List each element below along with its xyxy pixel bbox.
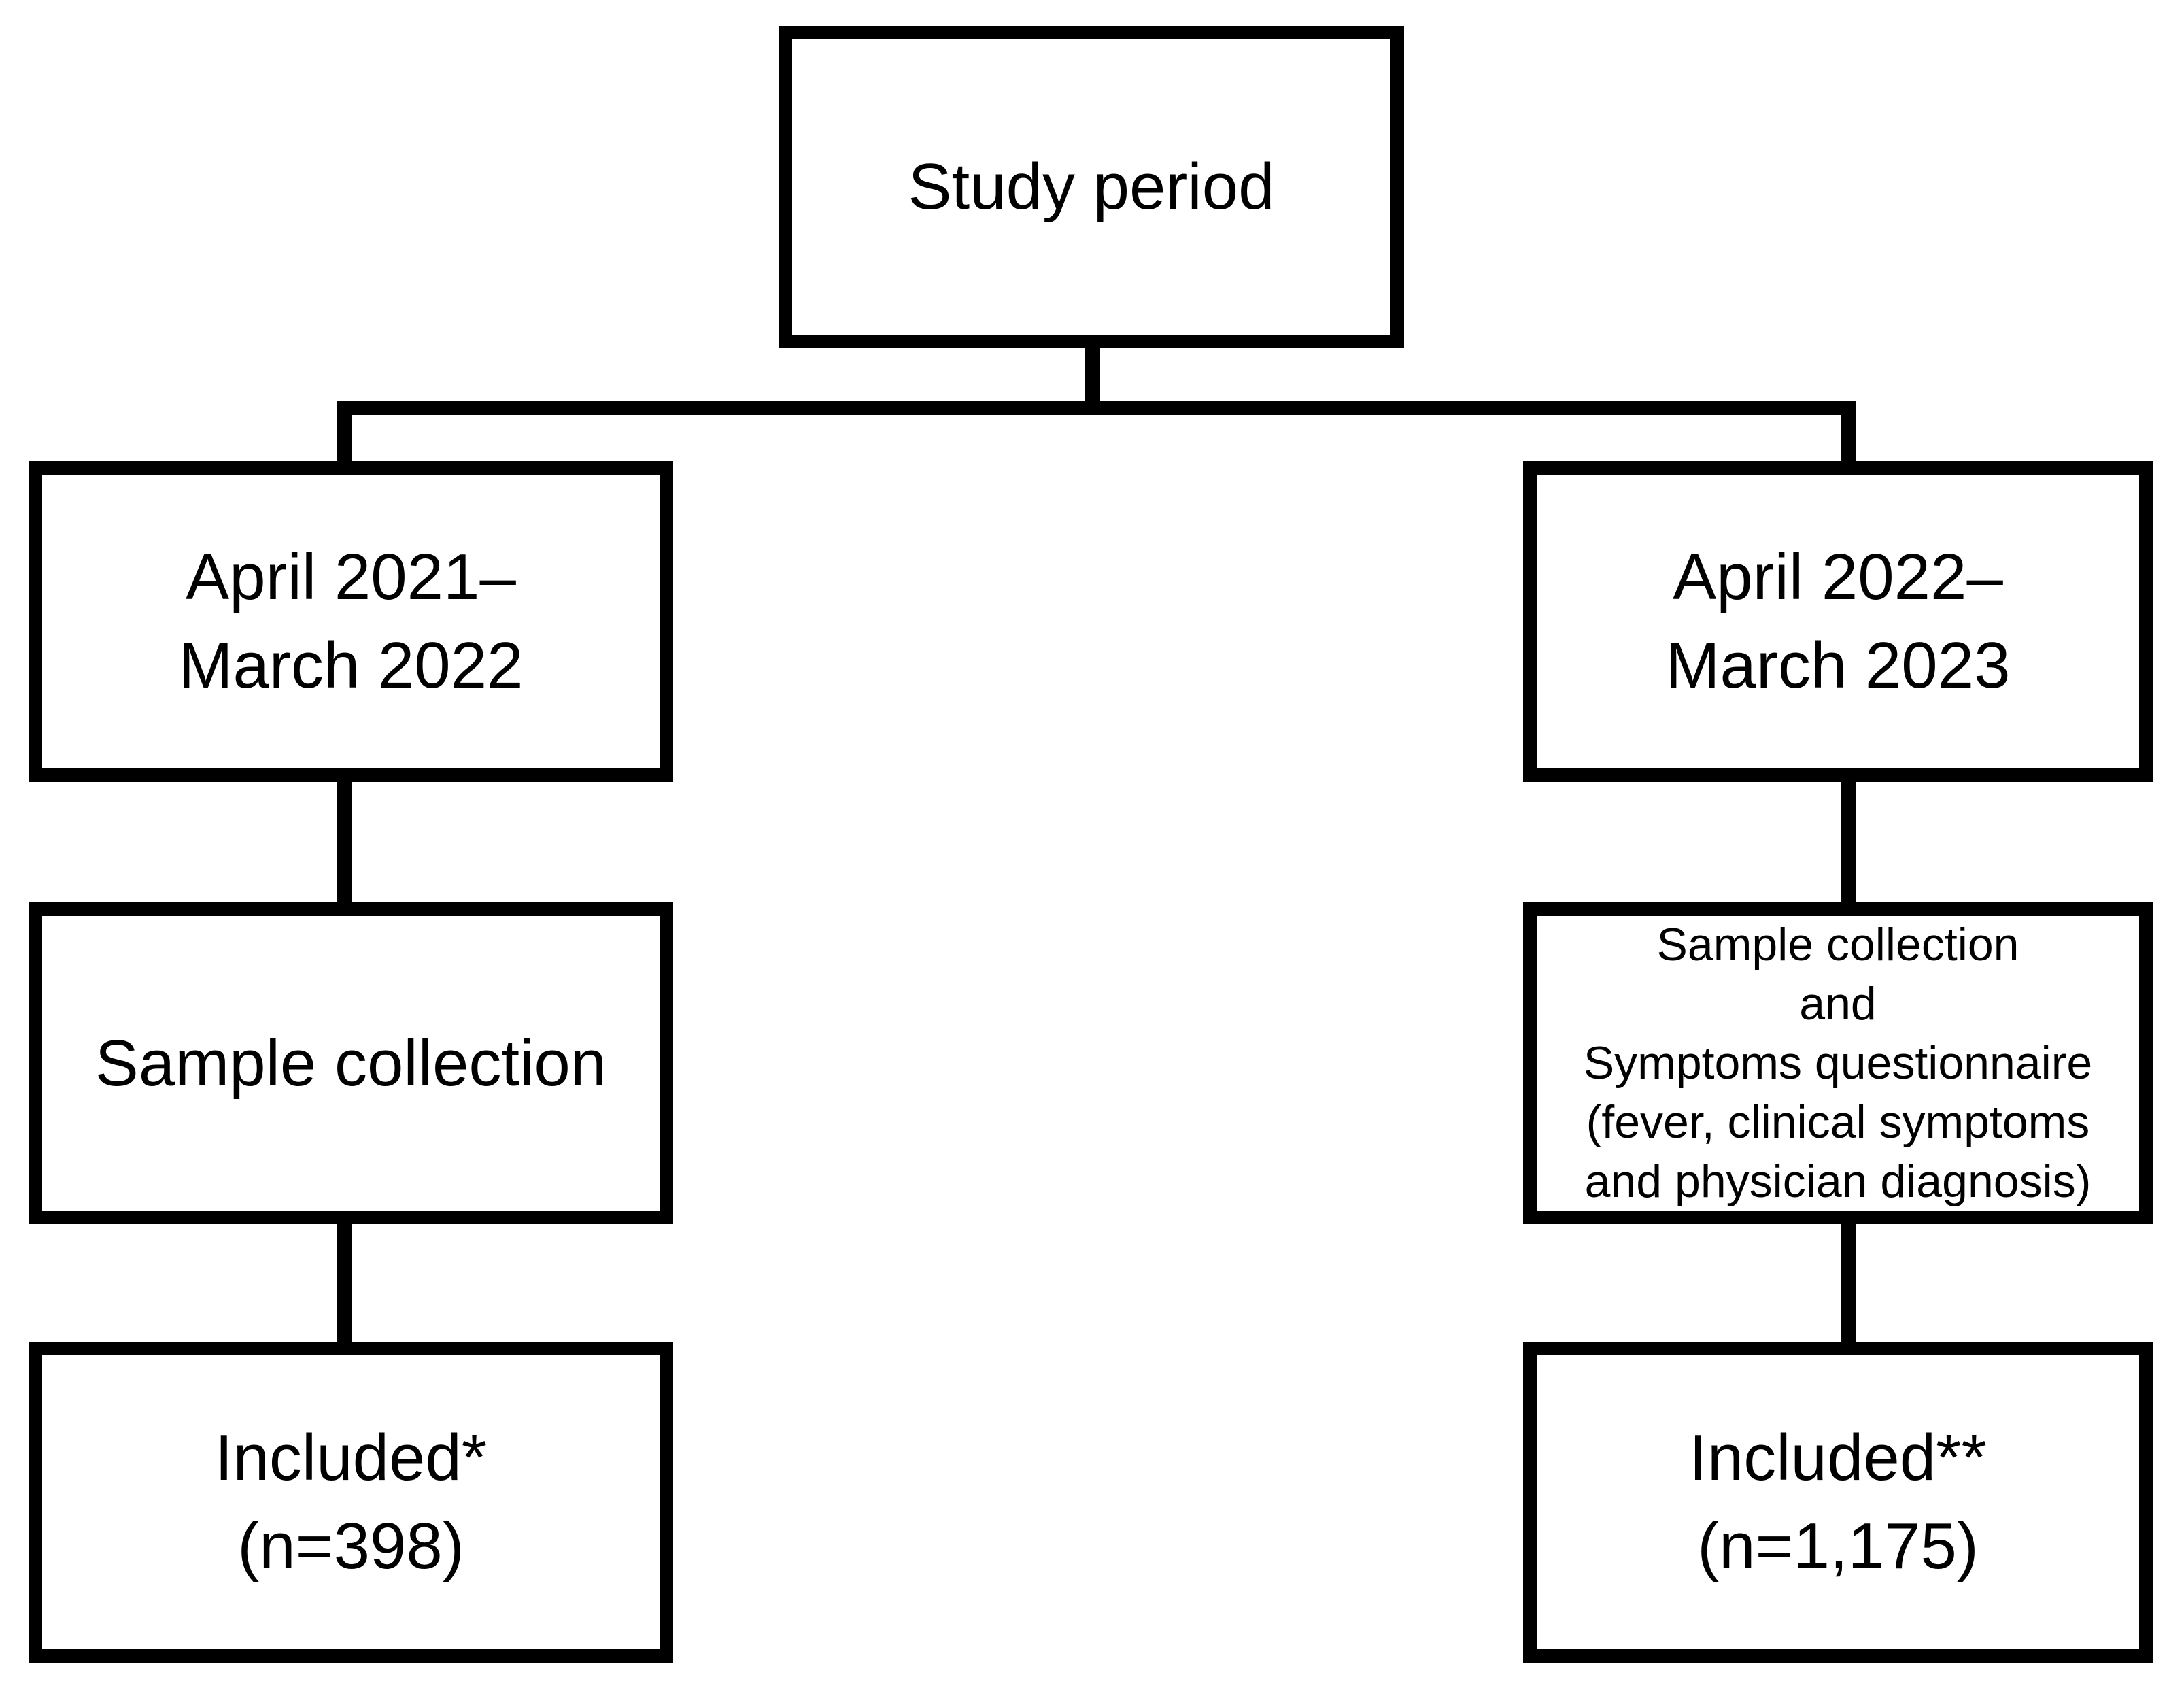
questionnaire-line5: and physician diagnosis) bbox=[1584, 1155, 2092, 1208]
included-2021-count: (n=398) bbox=[237, 1510, 464, 1583]
questionnaire-line3: Symptoms questionnaire bbox=[1583, 1036, 2093, 1089]
sample-collection-2021-box: Sample collection bbox=[29, 902, 673, 1224]
questionnaire-line2: and bbox=[1799, 977, 1877, 1030]
connector-right-method-to-result bbox=[1841, 1223, 1856, 1343]
questionnaire-line1: Sample collection bbox=[1656, 918, 2019, 970]
study-period-box: Study period bbox=[779, 26, 1404, 348]
connector-left-period-to-method bbox=[337, 781, 352, 904]
connector-right-branch-drop bbox=[1841, 408, 1856, 462]
sample-collection-questionnaire-box: Sample collection and Symptoms questionn… bbox=[1523, 902, 2153, 1224]
period-2021-2022-line1: April 2021– bbox=[186, 541, 516, 614]
connector-left-branch-drop bbox=[337, 408, 352, 462]
connector-root-stem bbox=[1085, 347, 1100, 415]
questionnaire-line4: (fever, clinical symptoms bbox=[1586, 1096, 2090, 1149]
period-2021-2022-box: April 2021– March 2022 bbox=[29, 461, 673, 782]
included-2021-box: Included* (n=398) bbox=[29, 1342, 673, 1663]
sample-collection-2021-label: Sample collection bbox=[95, 1026, 607, 1100]
included-2022-label: Included** bbox=[1689, 1421, 1987, 1495]
period-2022-2023-box: April 2022– March 2023 bbox=[1523, 461, 2153, 782]
included-2022-box: Included** (n=1,175) bbox=[1523, 1342, 2153, 1663]
period-2022-2023-line2: March 2023 bbox=[1665, 629, 2011, 702]
period-2021-2022-line2: March 2022 bbox=[178, 629, 524, 702]
study-period-label: Study period bbox=[908, 150, 1275, 224]
period-2022-2023-line1: April 2022– bbox=[1673, 541, 2003, 614]
connector-right-period-to-method bbox=[1841, 781, 1856, 904]
connector-left-method-to-result bbox=[337, 1223, 352, 1343]
included-2021-label: Included* bbox=[214, 1421, 488, 1495]
included-2022-count: (n=1,175) bbox=[1697, 1510, 1979, 1583]
connector-branch-crossbar bbox=[337, 401, 1856, 415]
